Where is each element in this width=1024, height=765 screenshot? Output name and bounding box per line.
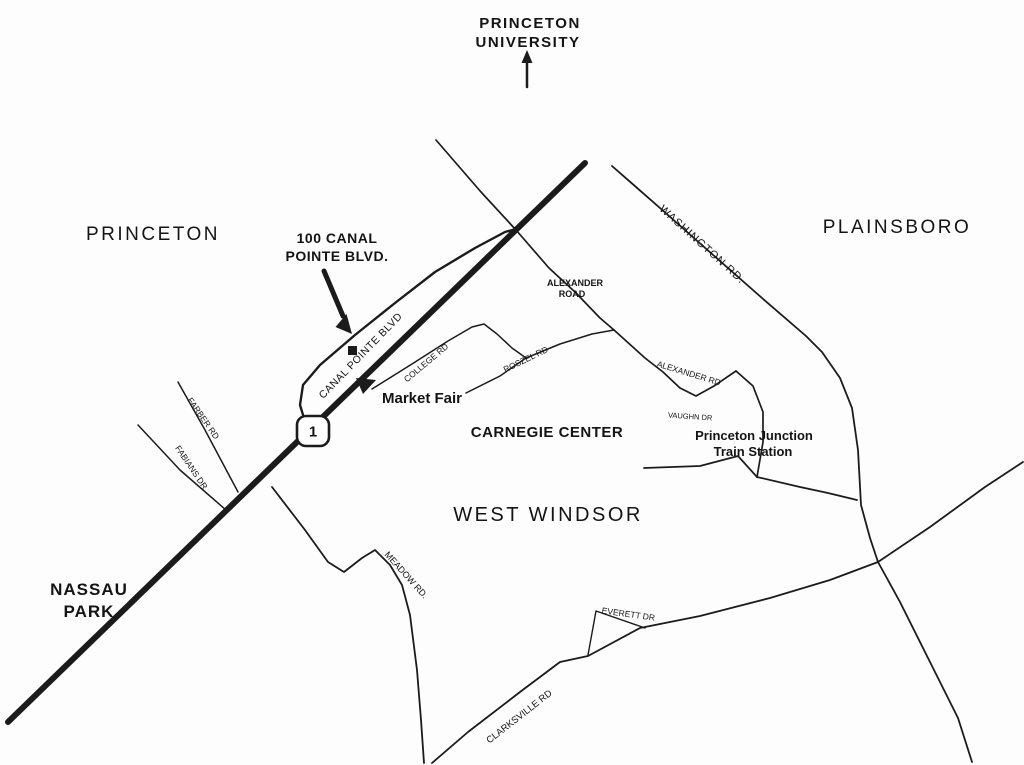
college-rd-line xyxy=(371,323,527,390)
route-1-highway-line xyxy=(5,160,588,725)
meadow-rd-label: MEADOW RD. xyxy=(383,550,430,601)
clarksville-rd-label: CLARKSVILLE RD xyxy=(484,688,554,746)
market-fair-label: Market Fair xyxy=(382,390,462,407)
everett-dr-label: EVERETT DR xyxy=(601,605,656,622)
alexander-rd-northwest-line xyxy=(435,139,615,331)
address-label-line1: 100 CANAL xyxy=(297,230,378,246)
alexander-rd-east-label: ALEXANDER RD xyxy=(656,359,722,388)
alexander-rd-east-line xyxy=(613,329,737,397)
princeton-university-label-line2: UNIVERSITY xyxy=(475,34,580,51)
address-pointer-arrow-head-icon xyxy=(335,314,352,334)
alexander-road-label-line1: ALEXANDER xyxy=(547,278,604,288)
everett-dr-line xyxy=(587,610,646,656)
fabians-dr-label: FABIANS DR xyxy=(173,444,210,491)
vaughn-dr-line xyxy=(643,455,858,501)
meadow-rd-line xyxy=(271,486,425,764)
route-1-shield-outline xyxy=(295,414,331,448)
carnegie-center-label: CARNEGIE CENTER xyxy=(471,424,624,441)
alexander-road-label-line2: ROAD xyxy=(559,289,586,299)
princeton-university-label-line1: PRINCETON xyxy=(479,15,581,32)
nassau-park-label-line2: PARK xyxy=(64,602,115,621)
alexander-station-link-line xyxy=(735,370,764,478)
market-fair-pointer-icon xyxy=(356,378,376,394)
vaughn-dr-label: VAUGHN DR xyxy=(668,410,714,422)
farber-rd-line xyxy=(177,381,239,493)
farber-rd-label: FARBER RD xyxy=(185,395,221,441)
fabians-dr-line xyxy=(137,424,227,511)
plainsboro-label: PLAINSBORO xyxy=(823,217,972,238)
princeton-junction-label-line1: Princeton Junction xyxy=(695,428,813,443)
route-1-shield-number: 1 xyxy=(309,424,317,441)
address-pointer-arrow-shaft xyxy=(321,268,346,319)
washington-rd-line xyxy=(611,165,973,763)
princeton-town-label: PRINCETON xyxy=(86,224,220,245)
address-label-line2: POINTE BLVD. xyxy=(286,248,389,264)
nassau-park-label-line1: NASSAU xyxy=(50,580,128,599)
roszel-rd-line xyxy=(465,329,615,394)
princeton-junction-label-line2: Train Station xyxy=(714,444,793,459)
building-marker-100-canal-pointe xyxy=(348,346,357,355)
route-1-shield: 1 xyxy=(295,414,331,448)
washington-rd-label: WASHINGTON RD. xyxy=(657,203,748,286)
clarksville-rd-line xyxy=(431,461,1024,764)
roszel-rd-label: ROSZEL RD xyxy=(502,344,550,374)
canal-pointe-blvd-line xyxy=(298,227,518,430)
west-windsor-label: WEST WINDSOR xyxy=(453,504,643,526)
university-direction-arrow-head-icon xyxy=(521,50,533,63)
college-rd-label: COLLEGE RD xyxy=(402,341,450,384)
